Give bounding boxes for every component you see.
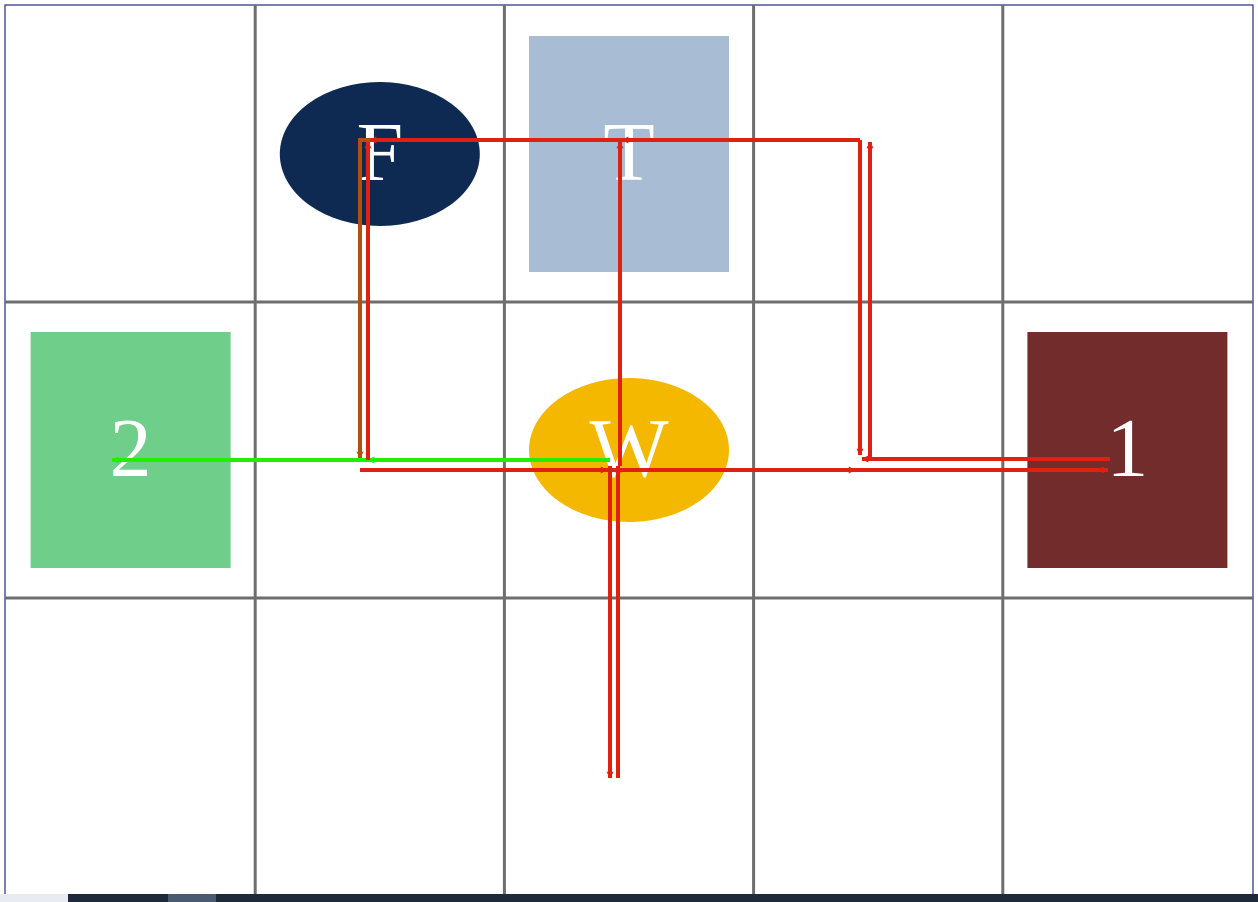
- piece-label: T: [603, 106, 654, 199]
- piece-shape: [1027, 332, 1228, 568]
- move-paths: [111, 136, 1110, 779]
- piece-shape: [279, 82, 480, 226]
- piece-shape: [529, 36, 729, 272]
- taskbar-active-item[interactable]: [168, 894, 216, 902]
- piece-t[interactable]: T: [529, 36, 729, 272]
- board-pieces: F T 2 W 1: [30, 36, 1228, 568]
- piece-label: W: [589, 402, 669, 495]
- path-segment: [862, 141, 874, 461]
- piece-w[interactable]: W: [529, 378, 729, 522]
- taskbar-start-area[interactable]: [0, 894, 68, 902]
- piece-shape: [529, 378, 729, 522]
- piece-1[interactable]: 1: [1027, 332, 1228, 568]
- piece-f[interactable]: F: [279, 82, 480, 226]
- piece-shape: [30, 332, 231, 568]
- piece-2[interactable]: 2: [30, 332, 231, 568]
- piece-label: 2: [110, 402, 152, 495]
- piece-label: 1: [1106, 402, 1148, 495]
- piece-label: F: [356, 106, 403, 199]
- taskbar-strip: [0, 894, 1258, 902]
